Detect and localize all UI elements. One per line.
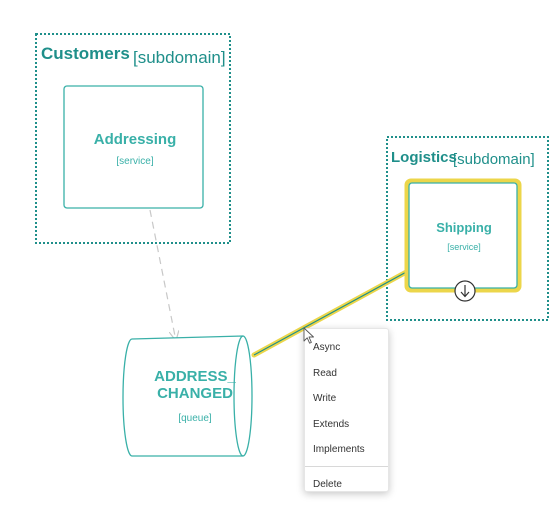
- queue-name-line1: ADDRESS_: [154, 368, 236, 385]
- dependency-arrow-addressing-queue[interactable]: [149, 209, 175, 336]
- context-menu: Async Read Write Extends Implements Dele…: [304, 328, 389, 492]
- service-shipping-tag: [service]: [447, 242, 481, 252]
- subdomain-customers-tag: [subdomain]: [133, 48, 226, 67]
- arrow-down-circle-icon[interactable]: [454, 280, 476, 302]
- service-addressing-tag: [service]: [116, 156, 153, 167]
- menu-item-read[interactable]: Read: [313, 367, 337, 379]
- menu-separator: [305, 465, 388, 467]
- subdomain-customers-name: Customers: [41, 44, 130, 63]
- subdomain-logistics-tag: [subdomain]: [453, 151, 535, 168]
- subdomain-customers[interactable]: Customers [subdomain]: [35, 33, 231, 244]
- connector-queue-shipping[interactable]: [251, 267, 413, 358]
- service-addressing-name: Addressing: [94, 131, 177, 148]
- subdomain-logistics[interactable]: Logistics [subdomain]: [386, 136, 549, 321]
- menu-item-write[interactable]: Write: [313, 393, 337, 404]
- service-shipping-name: Shipping: [436, 220, 492, 235]
- queue-address-changed[interactable]: ADDRESS_ CHANGED [queue]: [122, 335, 253, 457]
- menu-item-delete[interactable]: Delete: [313, 478, 342, 490]
- queue-tag: [queue]: [178, 413, 212, 424]
- menu-item-extends[interactable]: Extends: [313, 418, 350, 430]
- service-addressing[interactable]: Addressing [service]: [63, 85, 204, 209]
- subdomain-logistics-name: Logistics: [391, 149, 457, 166]
- menu-item-implements[interactable]: Implements: [313, 444, 365, 455]
- mouse-pointer-icon: [303, 327, 314, 344]
- service-shipping[interactable]: Shipping [service]: [404, 178, 522, 293]
- queue-name-line2: CHANGED: [157, 385, 233, 402]
- menu-item-async[interactable]: Async: [313, 342, 341, 353]
